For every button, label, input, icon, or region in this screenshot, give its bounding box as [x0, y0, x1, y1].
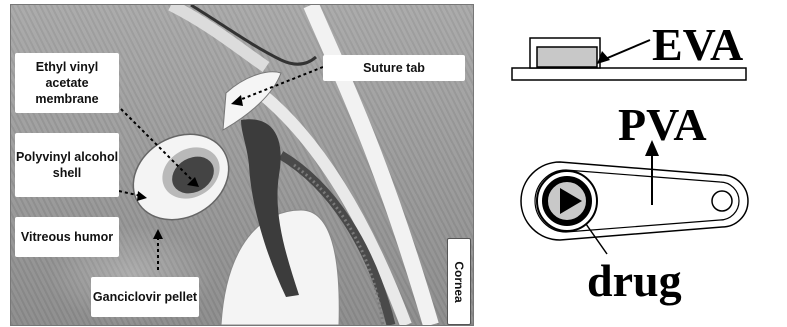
pva-text: PVA: [618, 99, 707, 150]
drug-core-side: [537, 47, 597, 67]
drug-text: drug: [587, 255, 682, 306]
eva-text: EVA: [652, 19, 743, 70]
suture-hole: [712, 191, 732, 211]
